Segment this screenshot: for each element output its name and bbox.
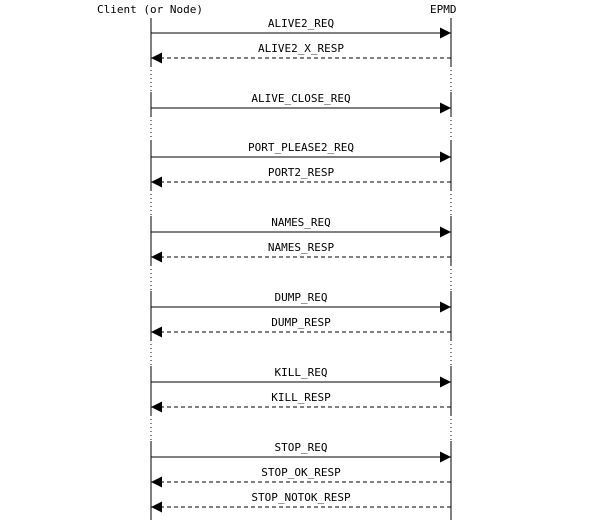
message-label-port-please2-req: PORT_PLEASE2_REQ	[248, 141, 354, 154]
message-arrowhead-8	[151, 326, 162, 338]
message-arrowhead-11	[440, 451, 451, 463]
message-label-dump-resp: DUMP_RESP	[271, 316, 331, 329]
message-arrowhead-5	[440, 226, 451, 238]
message-label-alive2-x-resp: ALIVE2_X_RESP	[257, 42, 345, 55]
message-label-kill-req: KILL_REQ	[274, 366, 328, 379]
message-arrowhead-6	[151, 251, 162, 263]
messages-layer	[151, 27, 451, 513]
message-label-kill-resp: KILL_RESP	[271, 391, 331, 404]
message-label-stop-notok-resp: STOP_NOTOK_RESP	[251, 491, 351, 504]
message-arrowhead-13	[151, 501, 162, 513]
message-label-names-req: NAMES_REQ	[271, 216, 331, 229]
message-label-dump-req: DUMP_REQ	[274, 291, 328, 304]
message-arrowhead-9	[440, 376, 451, 388]
participant-label-epmd: EPMD	[430, 3, 457, 16]
message-arrowhead-3	[440, 151, 451, 163]
message-label-alive2-req: ALIVE2_REQ	[267, 17, 335, 30]
message-arrowhead-7	[440, 301, 451, 313]
message-arrowhead-10	[151, 401, 162, 413]
participant-label-client: Client (or Node)	[97, 3, 203, 16]
message-arrowhead-0	[440, 27, 451, 39]
message-label-stop-req: STOP_REQ	[274, 441, 328, 454]
message-label-port2-resp: PORT2_RESP	[267, 166, 335, 179]
message-label-stop-ok-resp: STOP_OK_RESP	[261, 466, 341, 479]
message-arrowhead-4	[151, 176, 162, 188]
message-label-alive-close-req: ALIVE_CLOSE_REQ	[251, 92, 351, 105]
message-arrowhead-2	[440, 102, 451, 114]
message-arrowhead-12	[151, 476, 162, 488]
message-label-names-resp: NAMES_RESP	[267, 241, 335, 254]
message-arrowhead-1	[151, 52, 162, 64]
